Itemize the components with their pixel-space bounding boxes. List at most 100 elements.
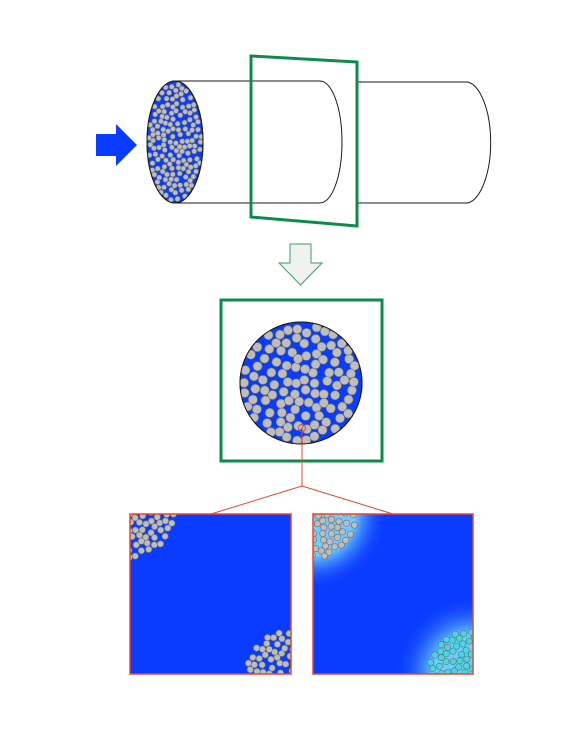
fiber (135, 514, 140, 515)
fiber (177, 112, 184, 119)
fiber (149, 160, 156, 167)
fiber (121, 523, 127, 529)
fiber (178, 187, 185, 194)
fiber (115, 477, 121, 483)
fiber (341, 487, 347, 493)
fiber (319, 477, 325, 483)
fiber (476, 679, 482, 685)
fiber (324, 367, 335, 378)
fiber (301, 636, 307, 642)
fiber (458, 713, 464, 719)
fiber (159, 103, 166, 110)
fiber (151, 490, 157, 496)
fiber (281, 360, 292, 371)
fiber (305, 544, 311, 550)
fiber (139, 496, 145, 502)
fiber (170, 116, 176, 122)
fiber (509, 673, 515, 679)
fiber (150, 475, 156, 481)
fiber (305, 514, 311, 520)
fiber (316, 341, 327, 352)
fiber (154, 179, 161, 185)
fiber (484, 638, 490, 644)
fiber (150, 137, 156, 144)
fiber (309, 419, 320, 430)
fiber (181, 119, 188, 126)
fiber (142, 507, 148, 513)
fiber (327, 516, 335, 524)
fiber (100, 543, 106, 549)
fiber (482, 699, 488, 705)
fiber (304, 661, 310, 667)
fiber (161, 136, 168, 143)
fiber (337, 514, 342, 515)
fiber (290, 474, 296, 480)
fiber (471, 710, 477, 716)
fiber (427, 658, 435, 666)
fiber (259, 701, 265, 707)
fiber (164, 524, 172, 532)
fiber (182, 126, 189, 132)
fiber (468, 650, 473, 658)
right-arrow-icon (96, 124, 137, 166)
fiber (104, 526, 110, 532)
fiber (301, 629, 307, 635)
fiber (304, 709, 310, 715)
fiber (175, 159, 182, 166)
fiber (137, 468, 143, 474)
fiber (467, 703, 473, 709)
fiber (170, 156, 177, 163)
fiber (159, 90, 165, 96)
fiber (460, 691, 466, 697)
fiber (350, 521, 358, 529)
fiber (461, 702, 467, 708)
fiber (332, 380, 342, 391)
fiber (147, 529, 155, 537)
fiber (156, 519, 164, 527)
fiber (263, 705, 269, 711)
fiber (253, 644, 261, 652)
fiber (320, 523, 328, 531)
fiber (130, 547, 133, 554)
fiber (309, 495, 315, 501)
fiber (154, 123, 161, 130)
fiber (155, 108, 162, 114)
fiber (163, 114, 170, 121)
fiber (134, 474, 140, 480)
fiber (246, 683, 252, 689)
section-plane (249, 54, 359, 228)
fiber (443, 643, 451, 651)
fiber (131, 514, 139, 522)
fiber (313, 545, 320, 553)
fiber (168, 110, 175, 117)
fiber (179, 96, 186, 103)
fiber (161, 532, 169, 540)
fiber (443, 695, 449, 701)
fiber (252, 682, 258, 688)
fiber (183, 88, 190, 94)
fiber (297, 475, 303, 481)
fiber (113, 483, 119, 489)
fiber (95, 493, 101, 499)
fiber (169, 133, 176, 140)
fiber (151, 534, 159, 542)
fiber (187, 94, 194, 101)
fiber (170, 125, 176, 132)
fiber (293, 353, 303, 364)
fiber (300, 364, 310, 374)
fiber (265, 645, 273, 653)
fiber (264, 407, 275, 418)
fiber (299, 703, 305, 709)
fiber (153, 498, 159, 504)
fiber (348, 376, 359, 387)
fiber (461, 668, 469, 674)
fiber (179, 148, 185, 155)
fiber (460, 630, 468, 638)
fiber (164, 101, 171, 108)
fiber (450, 682, 456, 688)
fiber (166, 505, 172, 511)
fiber (327, 530, 335, 538)
fiber (157, 492, 163, 498)
fiber (153, 514, 161, 521)
fiber (272, 690, 278, 696)
